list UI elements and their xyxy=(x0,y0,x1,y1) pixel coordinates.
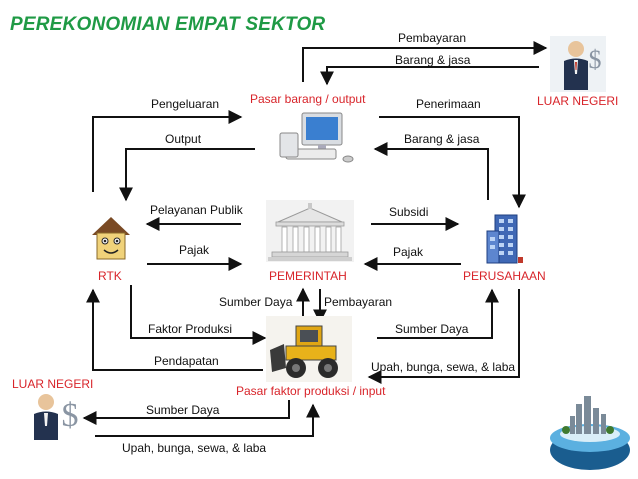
label-luar-negeri-top: LUAR NEGERI xyxy=(537,94,619,108)
label-rtk: RTK xyxy=(98,269,122,283)
label-luar-negeri-bottom: LUAR NEGERI xyxy=(12,377,94,391)
businessman-dollar-icon: $ xyxy=(34,394,79,440)
label-pembayaran-center: Pembayaran xyxy=(324,295,393,309)
label-perusahaan: PERUSAHAAN xyxy=(463,269,546,283)
label-pelayanan-publik: Pelayanan Publik xyxy=(150,203,243,217)
globe-city-icon xyxy=(550,396,630,470)
computer-icon xyxy=(279,112,354,163)
label-sumber-daya-bottom: Sumber Daya xyxy=(146,403,220,417)
arrow-sumber-daya-right xyxy=(377,288,499,339)
label-output: Output xyxy=(165,132,202,146)
label-pasar-faktor: Pasar faktor produksi / input xyxy=(236,384,386,398)
diagram-title: PEREKONOMIAN EMPAT SEKTOR xyxy=(10,14,326,35)
arrow-upah-bottom xyxy=(95,403,320,437)
label-pendapatan: Pendapatan xyxy=(154,354,219,368)
businessman-icon: $ xyxy=(550,36,606,92)
label-pasar-barang: Pasar barang / output xyxy=(250,92,366,106)
label-penerimaan: Penerimaan xyxy=(416,97,481,111)
arrow-output xyxy=(119,148,255,202)
arrow-upah-right xyxy=(367,289,520,384)
label-pembayaran-top: Pembayaran xyxy=(398,31,467,45)
label-faktor-produksi: Faktor Produksi xyxy=(148,322,233,336)
arrow-barang-jasa-right xyxy=(373,142,489,200)
label-barang-jasa-top: Barang & jasa xyxy=(395,53,471,67)
label-subsidi: Subsidi xyxy=(389,205,429,219)
arrow-faktor-produksi xyxy=(130,285,267,345)
arrow-pendapatan xyxy=(86,288,263,371)
arrow-pembayaran-top xyxy=(302,41,548,82)
label-pajak-left: Pajak xyxy=(179,243,210,257)
office-building-icon xyxy=(486,214,523,264)
arrow-barang-jasa-top xyxy=(320,66,539,86)
label-pemerintah: PEMERINTAH xyxy=(269,269,347,283)
arrow-sumber-daya-bottom xyxy=(82,400,290,425)
house-icon xyxy=(92,217,130,260)
label-pengeluaran: Pengeluaran xyxy=(151,97,220,111)
arrow-penerimaan xyxy=(379,116,526,209)
arrow-pengeluaran xyxy=(92,110,243,192)
label-barang-jasa-right: Barang & jasa xyxy=(404,132,480,146)
government-building-icon xyxy=(266,200,354,262)
label-pajak-right: Pajak xyxy=(393,245,424,259)
label-sumber-daya-right: Sumber Daya xyxy=(395,322,469,336)
svg-text:$: $ xyxy=(62,397,79,434)
label-sumber-daya-center: Sumber Daya xyxy=(219,295,293,309)
label-upah-right: Upah, bunga, sewa, & laba xyxy=(371,360,516,374)
svg-text:$: $ xyxy=(589,45,602,74)
label-upah-bottom: Upah, bunga, sewa, & laba xyxy=(122,441,267,455)
bulldozer-icon xyxy=(266,316,352,382)
